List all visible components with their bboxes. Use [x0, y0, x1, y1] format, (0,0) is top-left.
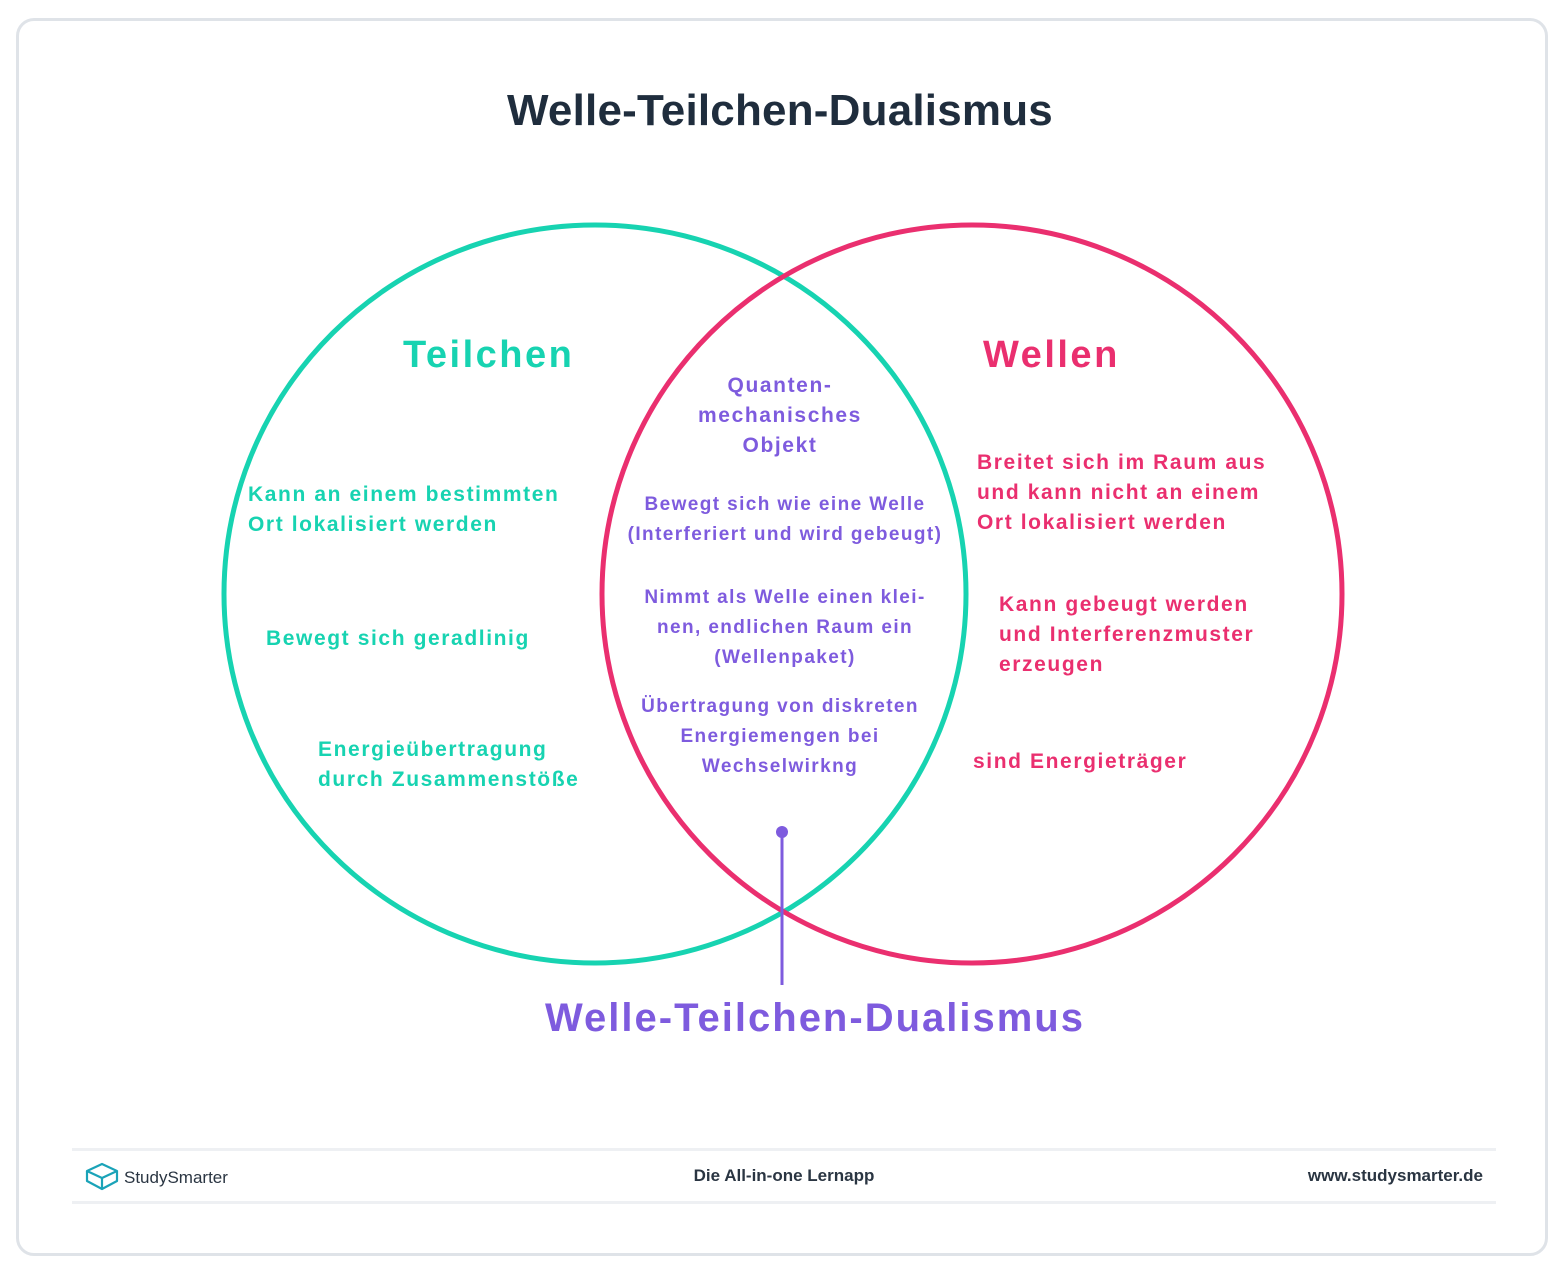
overlap-item-2: Bewegt sich wie eine Welle (Interferiert… — [605, 490, 965, 550]
overlap-item-1: Quanten- mechanisches Objekt — [620, 371, 940, 461]
text-line: und Interferenzmuster — [999, 623, 1255, 646]
footer-divider-bottom — [72, 1201, 1496, 1204]
text-line: nen, endlichen Raum ein — [656, 617, 914, 638]
text-line: Kann an einem bestimmten — [248, 483, 560, 506]
text-line: Übertragung von diskreten — [641, 696, 919, 717]
wellen-item-3: sind Energieträger — [973, 747, 1187, 777]
text-line: Energiemengen bei — [680, 726, 880, 747]
footer-divider-top — [72, 1148, 1496, 1151]
text-line: (Interferiert und wird gebeugt) — [627, 524, 943, 545]
text-line: Ort lokalisiert werden — [977, 511, 1227, 534]
text-line: Ort lokalisiert werden — [248, 513, 498, 536]
text-line: Objekt — [742, 434, 818, 457]
footer-brand: StudySmarter — [124, 1168, 228, 1187]
footer-url[interactable]: www.studysmarter.de — [1307, 1166, 1483, 1185]
text-line: Energieübertragung — [318, 738, 548, 761]
text-line: Breitet sich im Raum aus — [977, 451, 1267, 474]
dualismus-pointer-dot — [776, 826, 788, 838]
footer-tagline: Die All-in-one Lernapp — [693, 1166, 875, 1185]
text-line: sind Energieträger — [973, 750, 1188, 773]
diagram-card — [16, 18, 1548, 1256]
dualismus-label: Welle-Teilchen-Dualismus — [545, 996, 1085, 1040]
wellen-heading: Wellen — [983, 334, 1120, 376]
overlap-item-4: Übertragung von diskreten Energiemengen … — [610, 692, 950, 782]
text-line: Quanten- — [727, 374, 833, 397]
studysmarter-logo-icon — [85, 1162, 119, 1191]
text-line: erzeugen — [999, 653, 1104, 676]
teilchen-item-3: Energieübertragung durch Zusammenstöße — [318, 735, 579, 795]
text-line: mechanisches — [698, 404, 862, 427]
teilchen-circle — [221, 222, 969, 966]
overlap-item-3: Nimmt als Welle einen klei- nen, endlich… — [610, 583, 960, 673]
page-title: Welle-Teilchen-Dualismus — [507, 86, 1053, 135]
text-line: und kann nicht an einem — [977, 481, 1260, 504]
teilchen-item-1: Kann an einem bestimmten Ort lokalisiert… — [248, 480, 559, 540]
wellen-item-1: Breitet sich im Raum aus und kann nicht … — [977, 448, 1266, 538]
text-line: Nimmt als Welle einen klei- — [644, 587, 926, 608]
text-line: Wechselwirkng — [701, 756, 859, 777]
text-line: Bewegt sich geradlinig — [266, 627, 530, 650]
wellen-circle — [599, 222, 1345, 966]
wellen-item-2: Kann gebeugt werden und Interferenzmuste… — [999, 590, 1254, 680]
text-line: Bewegt sich wie eine Welle — [644, 494, 926, 515]
teilchen-item-2: Bewegt sich geradlinig — [266, 624, 530, 654]
text-line: durch Zusammenstöße — [318, 768, 580, 791]
teilchen-heading: Teilchen — [403, 334, 575, 376]
text-line: (Wellenpaket) — [714, 647, 856, 668]
text-line: Kann gebeugt werden — [999, 593, 1249, 616]
